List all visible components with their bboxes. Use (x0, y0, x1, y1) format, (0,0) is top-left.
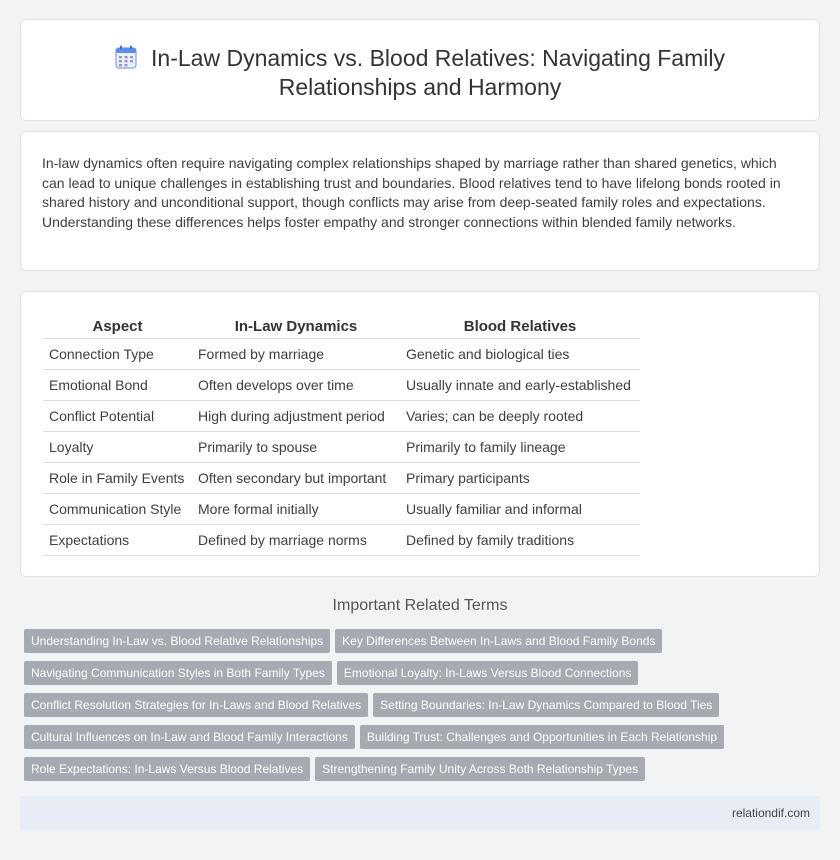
table-row: Connection Type Formed by marriage Genet… (43, 338, 640, 370)
cell-aspect: Connection Type (43, 338, 192, 370)
related-term-link[interactable]: Understanding In-Law vs. Blood Relative … (24, 629, 331, 653)
table-row: Role in Family Events Often secondary bu… (43, 462, 640, 494)
header-card: In-Law Dynamics vs. Blood Relatives: Nav… (20, 19, 820, 121)
cell-blood: Varies; can be deeply rooted (400, 400, 640, 432)
related-term-link[interactable]: Strengthening Family Unity Across Both R… (315, 757, 646, 781)
cell-aspect: Emotional Bond (43, 369, 192, 401)
cell-blood: Genetic and biological ties (400, 338, 640, 370)
intro-paragraph: In-law dynamics often require navigating… (42, 155, 781, 230)
table-row: Expectations Defined by marriage norms D… (43, 524, 640, 556)
cell-in-law: Often develops over time (192, 369, 400, 401)
cell-aspect: Conflict Potential (43, 400, 192, 432)
table-row: Conflict Potential High during adjustmen… (43, 400, 640, 432)
footer-site-link[interactable]: relationdif.com (731, 806, 810, 820)
intro-card: In-law dynamics often require navigating… (20, 131, 820, 271)
related-term-link[interactable]: Key Differences Between In-Laws and Bloo… (335, 629, 663, 653)
footer: relationdif.com (20, 796, 820, 830)
related-term-link[interactable]: Conflict Resolution Strategies for In-La… (24, 693, 369, 717)
cell-blood: Primarily to family lineage (400, 431, 640, 463)
title-line-2: Relationships and Harmony (278, 74, 562, 100)
related-term-link[interactable]: Setting Boundaries: In-Law Dynamics Comp… (373, 693, 720, 717)
table-row: Emotional Bond Often develops over time … (43, 369, 640, 401)
cell-in-law: Primarily to spouse (192, 431, 400, 463)
page-title: In-Law Dynamics vs. Blood Relatives: Nav… (61, 44, 779, 102)
cell-in-law: Often secondary but important (192, 462, 400, 494)
related-term-link[interactable]: Navigating Communication Styles in Both … (24, 661, 332, 685)
cell-aspect: Expectations (43, 524, 192, 556)
cell-aspect: Communication Style (43, 493, 192, 525)
related-term-link[interactable]: Building Trust: Challenges and Opportuni… (359, 725, 725, 749)
header-aspect: Aspect (43, 316, 192, 339)
cell-blood: Defined by family traditions (400, 524, 640, 556)
calendar-icon (115, 45, 137, 69)
related-terms-list: Understanding In-Law vs. Blood Relative … (24, 629, 784, 789)
cell-blood: Usually innate and early-established (400, 369, 640, 401)
header-blood: Blood Relatives (400, 316, 640, 339)
related-term-link[interactable]: Emotional Loyalty: In-Laws Versus Blood … (336, 661, 639, 685)
cell-blood: Usually familiar and informal (400, 493, 640, 525)
cell-aspect: Loyalty (43, 431, 192, 463)
related-term-link[interactable]: Cultural Influences on In-Law and Blood … (24, 725, 355, 749)
cell-in-law: More formal initially (192, 493, 400, 525)
title-line-1: In-Law Dynamics vs. Blood Relatives: Nav… (151, 45, 725, 71)
cell-blood: Primary participants (400, 462, 640, 494)
table-row: Loyalty Primarily to spouse Primarily to… (43, 431, 640, 463)
header-in-law: In-Law Dynamics (192, 316, 400, 339)
cell-aspect: Role in Family Events (43, 462, 192, 494)
cell-in-law: Formed by marriage (192, 338, 400, 370)
table-header-row: Aspect In-Law Dynamics Blood Relatives (43, 316, 640, 339)
comparison-card: Aspect In-Law Dynamics Blood Relatives C… (20, 291, 820, 577)
cell-in-law: Defined by marriage norms (192, 524, 400, 556)
comparison-table: Aspect In-Law Dynamics Blood Relatives C… (43, 316, 640, 556)
related-terms-title: Important Related Terms (332, 597, 508, 614)
related-term-link[interactable]: Role Expectations: In-Laws Versus Blood … (24, 757, 311, 781)
table-row: Communication Style More formal initiall… (43, 493, 640, 525)
cell-in-law: High during adjustment period (192, 400, 400, 432)
